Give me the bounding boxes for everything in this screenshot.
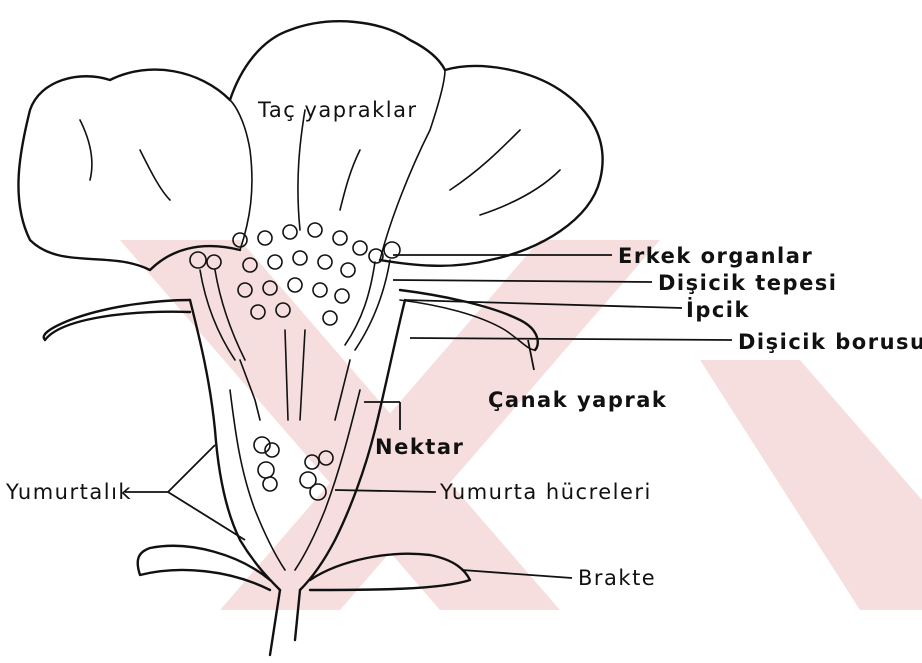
label-style: Dişicik borusu xyxy=(738,332,922,353)
label-ovules: Yumurta hücreleri xyxy=(440,482,652,503)
label-stamens: Erkek organlar xyxy=(618,246,813,267)
label-ovary: Yumurtalık xyxy=(6,482,132,503)
label-bract: Brakte xyxy=(578,568,656,589)
label-filament: İpcik xyxy=(686,300,750,321)
label-stigma: Dişicik tepesi xyxy=(658,273,838,294)
label-petals: Taç yapraklar xyxy=(258,100,418,121)
petals xyxy=(18,21,602,270)
label-sepal: Çanak yaprak xyxy=(488,390,667,411)
label-nectar: Nektar xyxy=(375,437,464,458)
